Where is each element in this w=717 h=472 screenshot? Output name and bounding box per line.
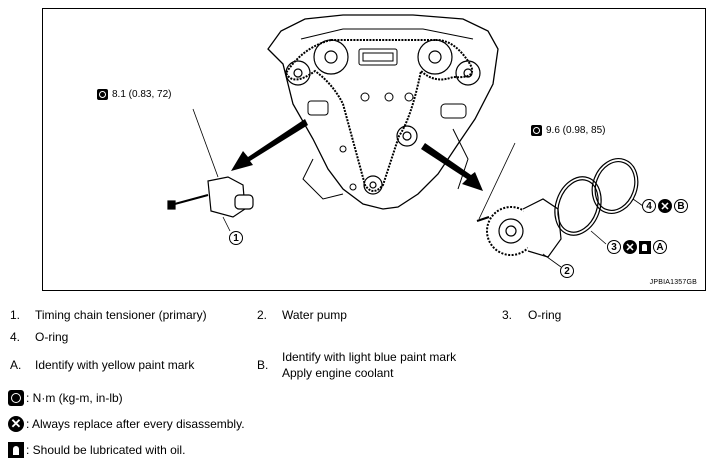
engine-front-cover — [267, 14, 499, 210]
callout-3: 3 — [607, 240, 621, 254]
wrench-torque-icon — [8, 390, 24, 406]
reference-code: JPBIA1357GB — [649, 279, 697, 286]
wrench-torque-icon — [531, 125, 542, 136]
tensioner-mount — [307, 100, 467, 119]
arrow-to-water-pump — [421, 143, 483, 191]
torque-spec-water-pump: 9.6 (0.98, 85) — [531, 125, 605, 136]
symbol-label: : N·m (kg-m, in-lb) — [26, 391, 123, 405]
callout-a: A — [653, 240, 667, 254]
note-label-line2: Apply engine coolant — [282, 366, 394, 380]
callout-3-row: 3 ✕ A — [607, 240, 667, 254]
water-pump-part — [476, 142, 562, 268]
callout-2: 2 — [560, 264, 574, 278]
symbol-legend-replace: ✕ : Always replace after every disassemb… — [8, 416, 245, 432]
symbol-label: : Always replace after every disassembly… — [26, 417, 245, 431]
symbol-legend-torque: : N·m (kg-m, in-lb) — [8, 390, 123, 406]
part-number: 1. — [10, 308, 21, 322]
oil-can-icon — [8, 442, 24, 458]
torque-value-right: 9.6 (0.98, 85) — [546, 125, 606, 136]
arrow-to-tensioner — [231, 119, 308, 171]
callout-b: B — [674, 199, 688, 213]
part-label: O-ring — [528, 308, 562, 322]
part-number: 2. — [257, 308, 268, 322]
torque-value-left: 8.1 (0.83, 72) — [112, 89, 172, 100]
part-label: Water pump — [282, 308, 347, 322]
wrench-torque-icon — [97, 89, 108, 100]
symbol-legend-lubricate: : Should be lubricated with oil. — [8, 442, 185, 458]
diagram-frame: 8.1 (0.83, 72) 9.6 (0.98, 85) 1 2 3 ✕ A … — [42, 8, 706, 291]
note-label: Identify with yellow paint mark — [35, 358, 195, 372]
x-replace-icon: ✕ — [658, 199, 672, 213]
callout-1: 1 — [229, 231, 243, 245]
cam-sprockets — [285, 39, 481, 195]
cover-bolts — [339, 92, 414, 191]
x-replace-icon: ✕ — [8, 416, 24, 432]
part-number: 4. — [10, 330, 21, 344]
note-key: B. — [257, 358, 269, 372]
part-label: Timing chain tensioner (primary) — [35, 308, 207, 322]
timing-chain — [284, 38, 473, 192]
callout-4-row: 4 ✕ B — [642, 199, 688, 213]
callout-4: 4 — [642, 199, 656, 213]
note-key: A. — [10, 358, 22, 372]
engine-diagram — [167, 14, 644, 268]
oil-can-icon — [639, 240, 651, 254]
part-label: O-ring — [35, 330, 69, 344]
chain-tensioner-part — [167, 108, 254, 232]
x-replace-icon: ✕ — [623, 240, 637, 254]
torque-spec-tensioner: 8.1 (0.83, 72) — [97, 89, 171, 100]
part-number: 3. — [502, 308, 513, 322]
symbol-label: : Should be lubricated with oil. — [26, 443, 186, 457]
o-rings — [554, 158, 644, 245]
note-label-line1: Identify with light blue paint mark — [282, 350, 457, 364]
